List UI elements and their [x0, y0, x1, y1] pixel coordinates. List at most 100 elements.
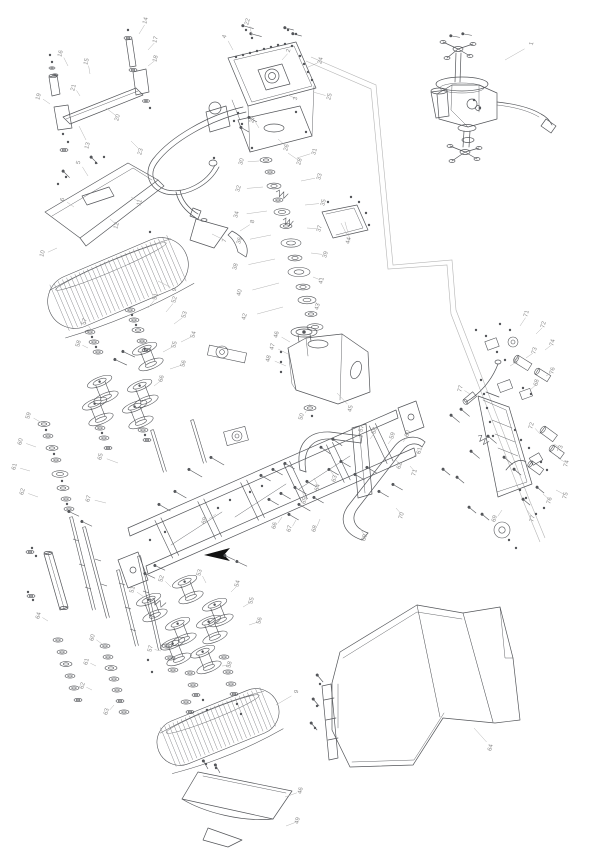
- washer: [92, 349, 104, 355]
- part-number-label: 13: [84, 141, 92, 150]
- bolt: [461, 32, 472, 36]
- leader-line: [312, 91, 326, 96]
- leader-line: [473, 727, 487, 743]
- fastener-dot: [290, 44, 294, 48]
- frame-rung: [240, 479, 265, 521]
- leader-line: [553, 443, 560, 448]
- fastener-dot: [248, 51, 252, 55]
- leader-line: [257, 306, 284, 315]
- part-number-label: 64: [314, 483, 322, 492]
- bolt: [153, 563, 166, 571]
- rear-deflector-plate: [181, 771, 293, 848]
- fastener-dot: [50, 60, 54, 64]
- leader-line: [26, 443, 37, 448]
- washer: [136, 338, 148, 344]
- bolt: [209, 455, 225, 466]
- part-number-label: 54: [234, 579, 242, 588]
- fastener-dot: [102, 155, 106, 159]
- washer: [218, 654, 230, 660]
- leader-line: [33, 417, 43, 424]
- fastener-dot: [214, 766, 218, 770]
- washer: [56, 485, 70, 491]
- part-number-label: 23: [137, 147, 145, 156]
- fastener-dot: [283, 42, 287, 46]
- part-number-label: 56: [256, 616, 264, 625]
- part-number-label: 70: [398, 511, 406, 520]
- washer: [287, 267, 311, 277]
- fastener-dot: [286, 28, 290, 32]
- washer: [64, 673, 76, 679]
- bolt: [377, 489, 389, 498]
- roller-cylinder: [527, 460, 545, 476]
- leader-line: [310, 252, 323, 255]
- washer: [111, 687, 123, 693]
- leader-line: [305, 62, 318, 69]
- leader-line: [169, 365, 181, 370]
- fastener-dot: [94, 345, 98, 349]
- spring: [149, 597, 167, 608]
- bolt: [459, 407, 470, 417]
- leader-line: [284, 792, 297, 798]
- fastener-dot: [250, 36, 254, 40]
- leader-line: [247, 160, 260, 162]
- fold-boundary-line: [305, 56, 546, 543]
- washer: [37, 421, 51, 427]
- bolt: [239, 125, 250, 133]
- washer: [225, 681, 237, 687]
- part-number-label: 42: [241, 312, 249, 321]
- bolt: [305, 479, 317, 488]
- washer: [304, 311, 318, 317]
- part-number-label: 75: [562, 491, 570, 500]
- leader-line: [287, 94, 295, 99]
- fastener-dot: [52, 452, 56, 456]
- bolt: [327, 467, 339, 476]
- leader-line: [76, 90, 81, 97]
- hardware-layer: [25, 24, 565, 774]
- callouts-layer: 1417181615211920132322234242526272830313…: [11, 16, 571, 827]
- washer: [137, 427, 149, 433]
- washer: [124, 307, 136, 313]
- part-number-label: 59: [389, 431, 397, 440]
- leader-line: [497, 509, 503, 517]
- front-shield: [44, 162, 165, 247]
- bracket: [496, 379, 514, 393]
- grass-catcher: [321, 604, 521, 768]
- fastener-dot: [364, 211, 368, 215]
- fastener-dot: [276, 43, 280, 47]
- part-number-label: 21: [70, 83, 78, 92]
- fastener-dot: [485, 406, 489, 410]
- fastener-dot: [146, 658, 150, 662]
- washer: [259, 157, 273, 163]
- washer: [104, 665, 118, 671]
- leader-line: [157, 280, 171, 288]
- leader-line: [369, 433, 375, 440]
- part-number-label: 8: [250, 219, 257, 224]
- leader-line: [82, 166, 89, 177]
- part-number-label: 54: [190, 330, 198, 339]
- leader-line: [130, 196, 139, 202]
- leader-line: [277, 516, 283, 524]
- part-number-label: 53: [181, 310, 189, 319]
- washer: [60, 496, 72, 502]
- leader-line: [162, 346, 173, 353]
- leader-line: [336, 392, 348, 405]
- leader-line: [165, 581, 172, 588]
- bolt: [331, 437, 343, 446]
- fastener-dot: [306, 70, 310, 74]
- bolt: [353, 472, 365, 481]
- part-number-label: 18: [152, 54, 160, 63]
- direction-arrow: [204, 548, 230, 561]
- fastener-dot: [298, 54, 302, 58]
- washer: [297, 295, 317, 305]
- part-number-label: 17: [152, 35, 160, 44]
- shaft-fin: [84, 586, 92, 590]
- part-number-label: 9: [294, 689, 301, 694]
- leader-line: [313, 477, 318, 486]
- part-number-label: 62: [19, 487, 27, 496]
- pulley: [493, 521, 511, 539]
- part-number-label: 47: [269, 342, 277, 351]
- fastener-dot: [545, 468, 549, 472]
- leader-line: [274, 360, 287, 367]
- washer: [128, 68, 138, 72]
- part-number-label: 32: [235, 184, 243, 193]
